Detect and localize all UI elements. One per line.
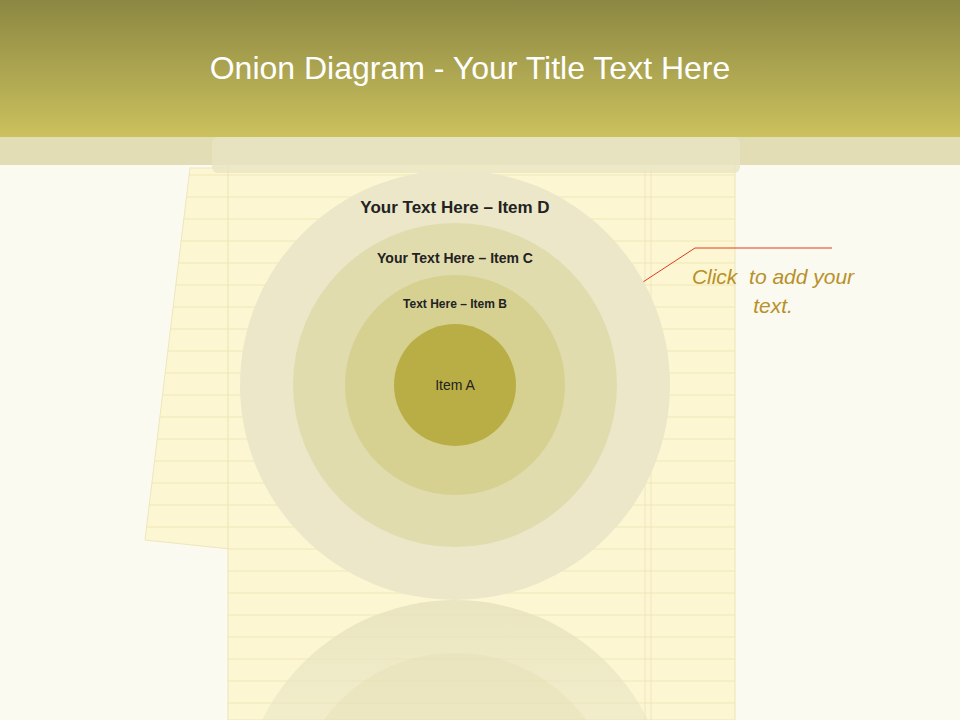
title-bar [0,0,960,137]
ring-label: Item A [394,377,516,393]
notepad-top [212,137,740,173]
inner-ring: Text Here – Item B Item A [345,275,565,495]
ring-label: Your Text Here – Item C [293,250,617,266]
ring-label: Text Here – Item B [345,298,565,312]
callout-text: Click to add your text. [688,262,858,321]
slide-title: Onion Diagram - Your Title Text Here [0,46,940,90]
ring-label: Your Text Here – Item D [240,198,670,218]
reflection [240,600,670,720]
outer-ring: Your Text Here – Item D Your Text Here – … [240,170,670,600]
core-circle: Item A [394,324,516,446]
middle-ring: Your Text Here – Item C Text Here – Item … [293,223,617,547]
back-sheet [145,168,240,550]
